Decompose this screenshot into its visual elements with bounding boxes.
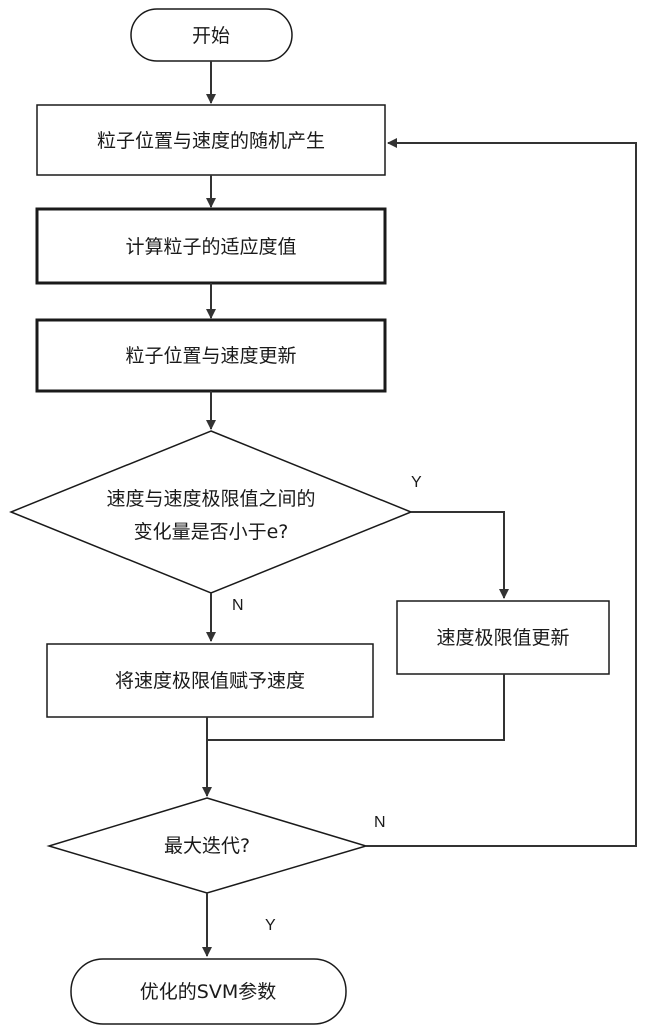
decision2-label: 最大迭代? — [164, 835, 250, 857]
decision2-yes-label: Y — [265, 917, 276, 934]
decision1-diamond — [11, 431, 411, 593]
decision1-no-label: N — [232, 597, 244, 614]
init-label: 粒子位置与速度的随机产生 — [97, 130, 325, 152]
decision2-no-label: N — [374, 814, 386, 831]
decision1-label-line1: 速度与速度极限值之间的 — [106, 488, 315, 510]
fitness-label: 计算粒子的适应度值 — [125, 236, 296, 258]
end-label: 优化的SVM参数 — [140, 981, 276, 1003]
arrow-decision1-yes — [411, 512, 504, 598]
decision1-label-line2: 变化量是否小于e? — [134, 521, 289, 543]
update-label: 粒子位置与速度更新 — [125, 345, 296, 367]
decision1-yes-label: Y — [411, 474, 422, 491]
assign-label: 将速度极限值赋予速度 — [115, 670, 305, 692]
limit-update-label: 速度极限值更新 — [436, 627, 569, 649]
start-label: 开始 — [192, 25, 230, 47]
